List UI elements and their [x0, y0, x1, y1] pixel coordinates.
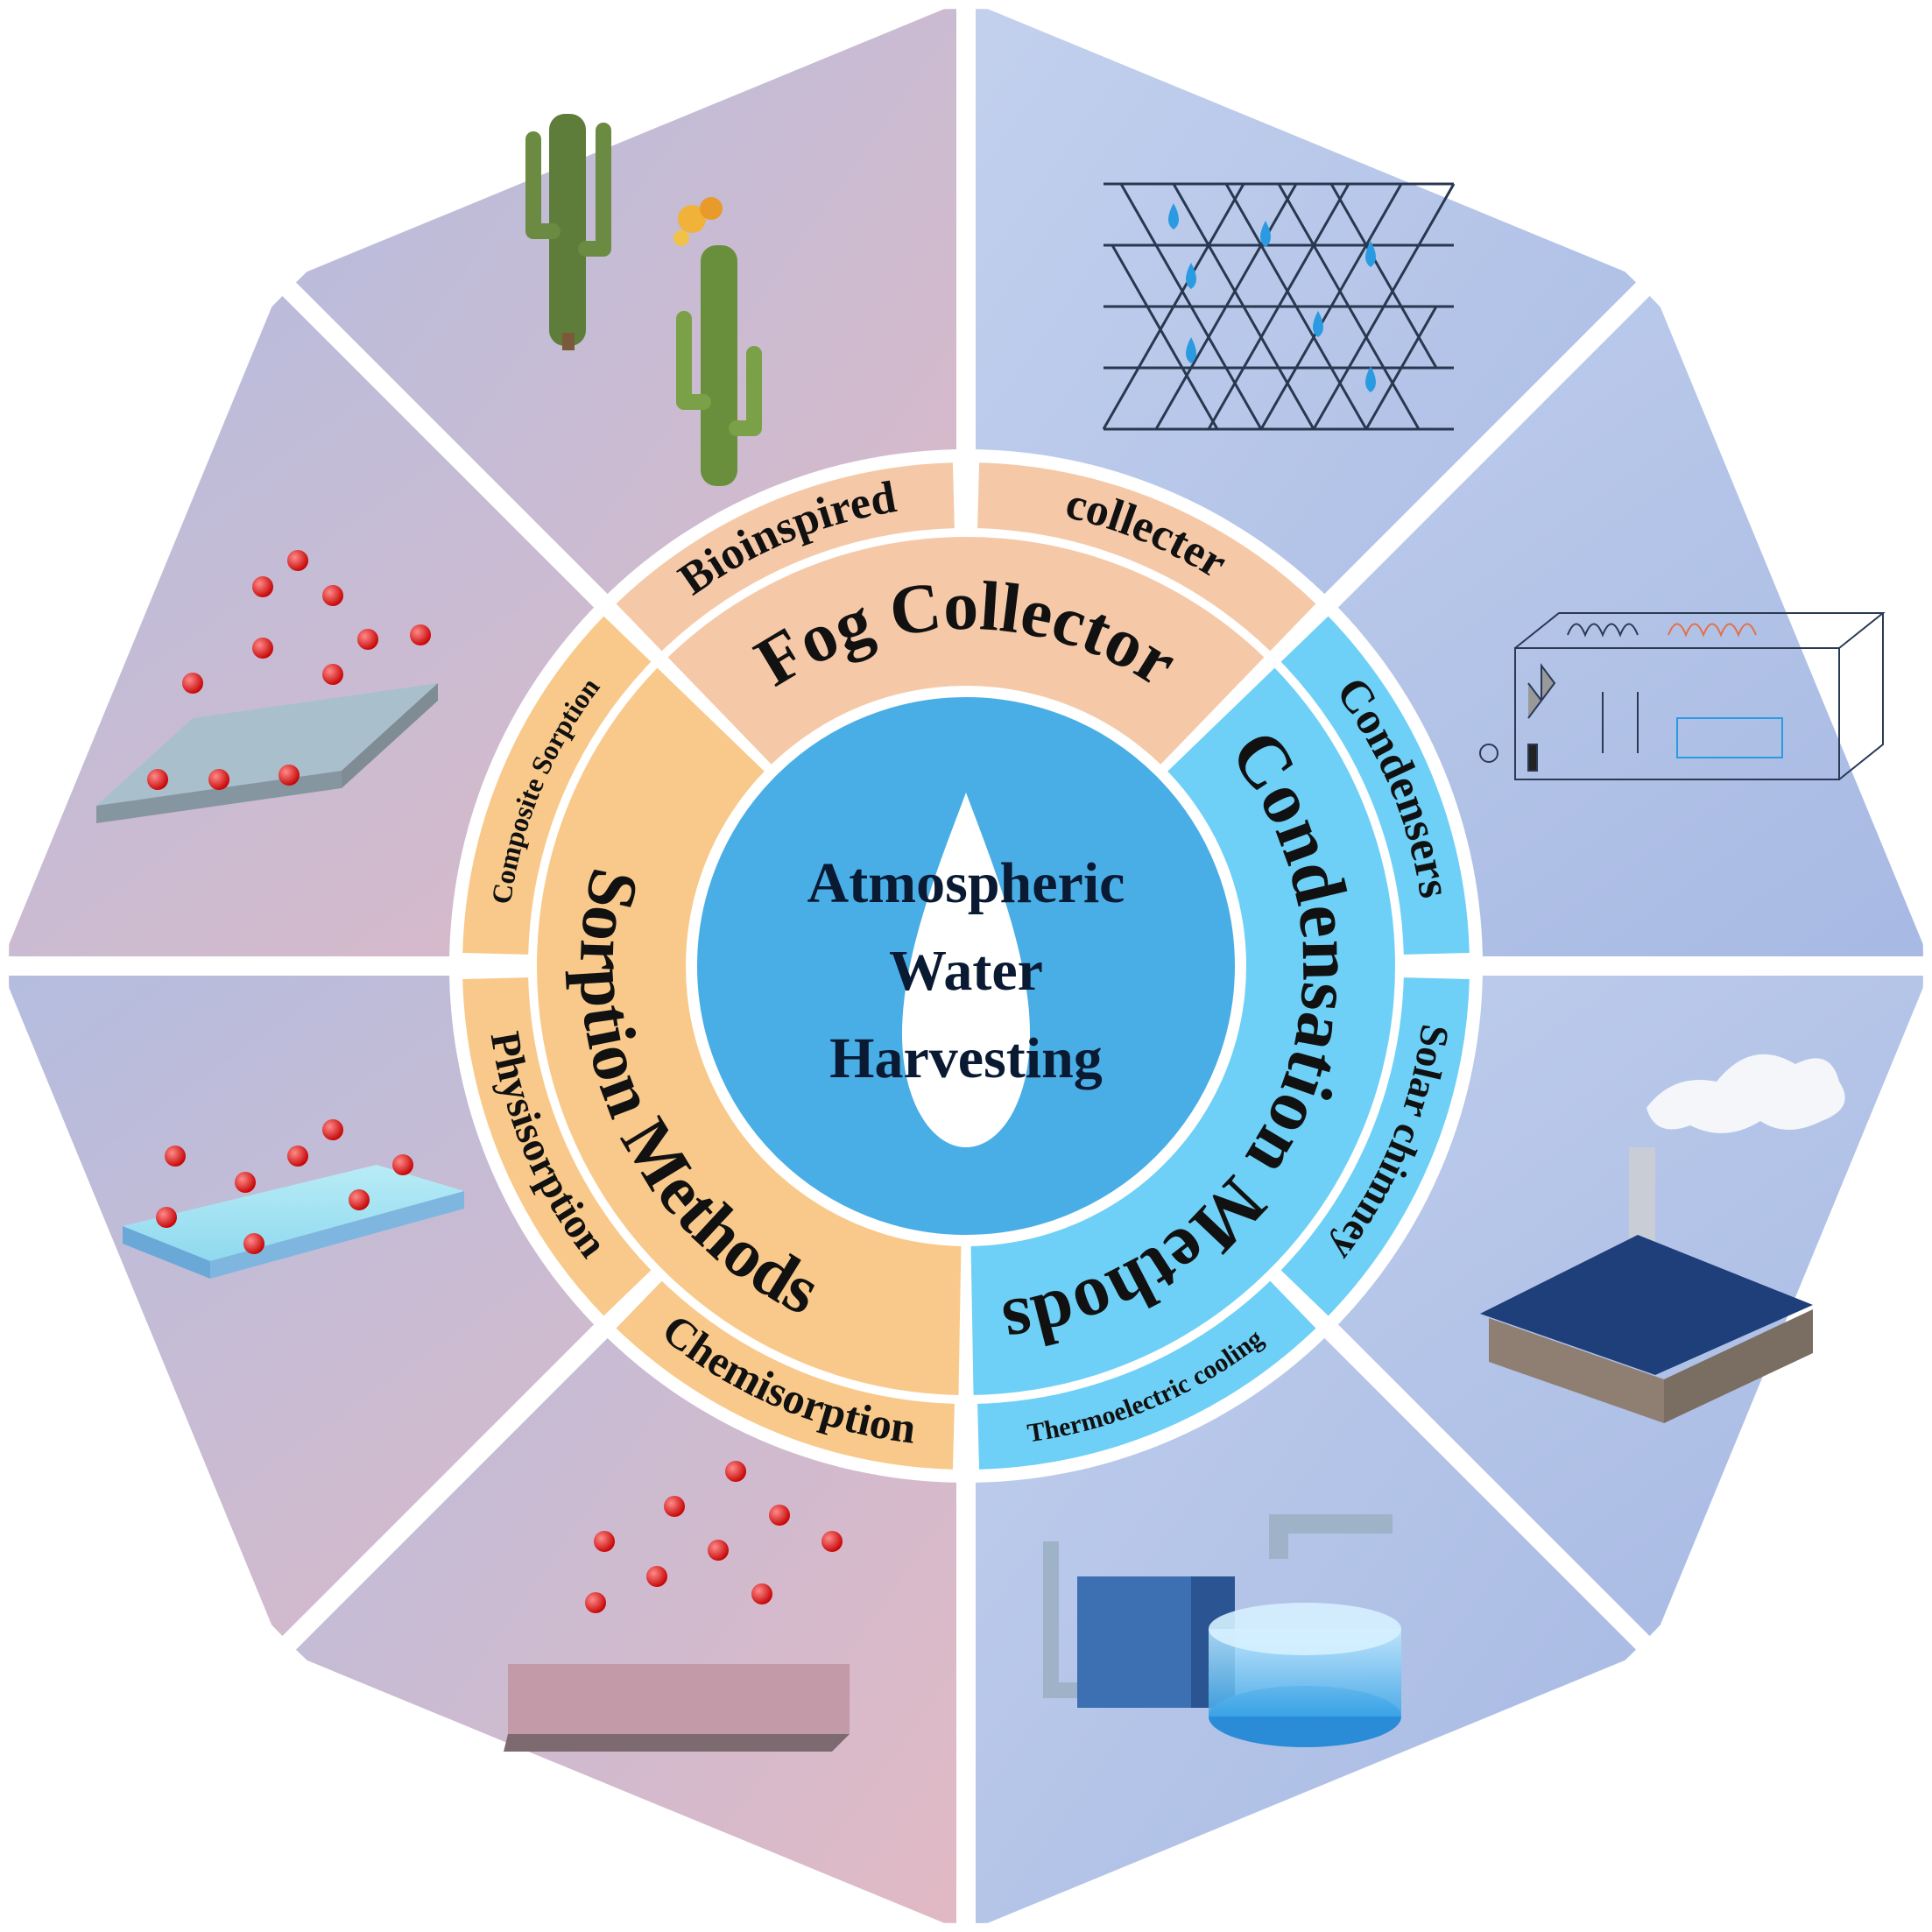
sector-bioinspired	[616, 462, 955, 652]
sector-physisorption	[462, 977, 652, 1316]
chemisorption-molecules-illustration	[504, 1461, 850, 1752]
sector-fog-collector	[667, 537, 1265, 765]
composite-sorption-molecules-illustration	[96, 550, 438, 823]
center-title: Atmospheric Water Harvesting	[807, 851, 1125, 1090]
sector-condensers	[1280, 616, 1470, 955]
sector-thermoelectric	[977, 1280, 1316, 1470]
sector-chemisorption	[616, 1280, 955, 1470]
center-title-line-1: Atmospheric	[807, 851, 1125, 915]
center-title-line-3: Harvesting	[829, 1026, 1103, 1090]
solar-chimney-illustration	[1480, 1054, 1845, 1423]
water-drop-icon	[902, 793, 1030, 1147]
sector-collecter	[977, 462, 1316, 652]
sector-solar-chimney	[1280, 977, 1470, 1316]
water-tank-illustration	[1043, 1514, 1401, 1747]
sector-sorption-methods	[536, 667, 962, 1395]
physisorption-molecules-illustration	[123, 1119, 464, 1279]
condenser-schematic-illustration	[1479, 612, 1886, 780]
cactus-illustration	[525, 114, 762, 486]
center-title-line-2: Water	[889, 939, 1043, 1003]
sector-condensation-methods	[970, 667, 1395, 1395]
mesh-collector-illustration	[1102, 182, 1456, 431]
sector-composite-sorption	[462, 616, 652, 955]
